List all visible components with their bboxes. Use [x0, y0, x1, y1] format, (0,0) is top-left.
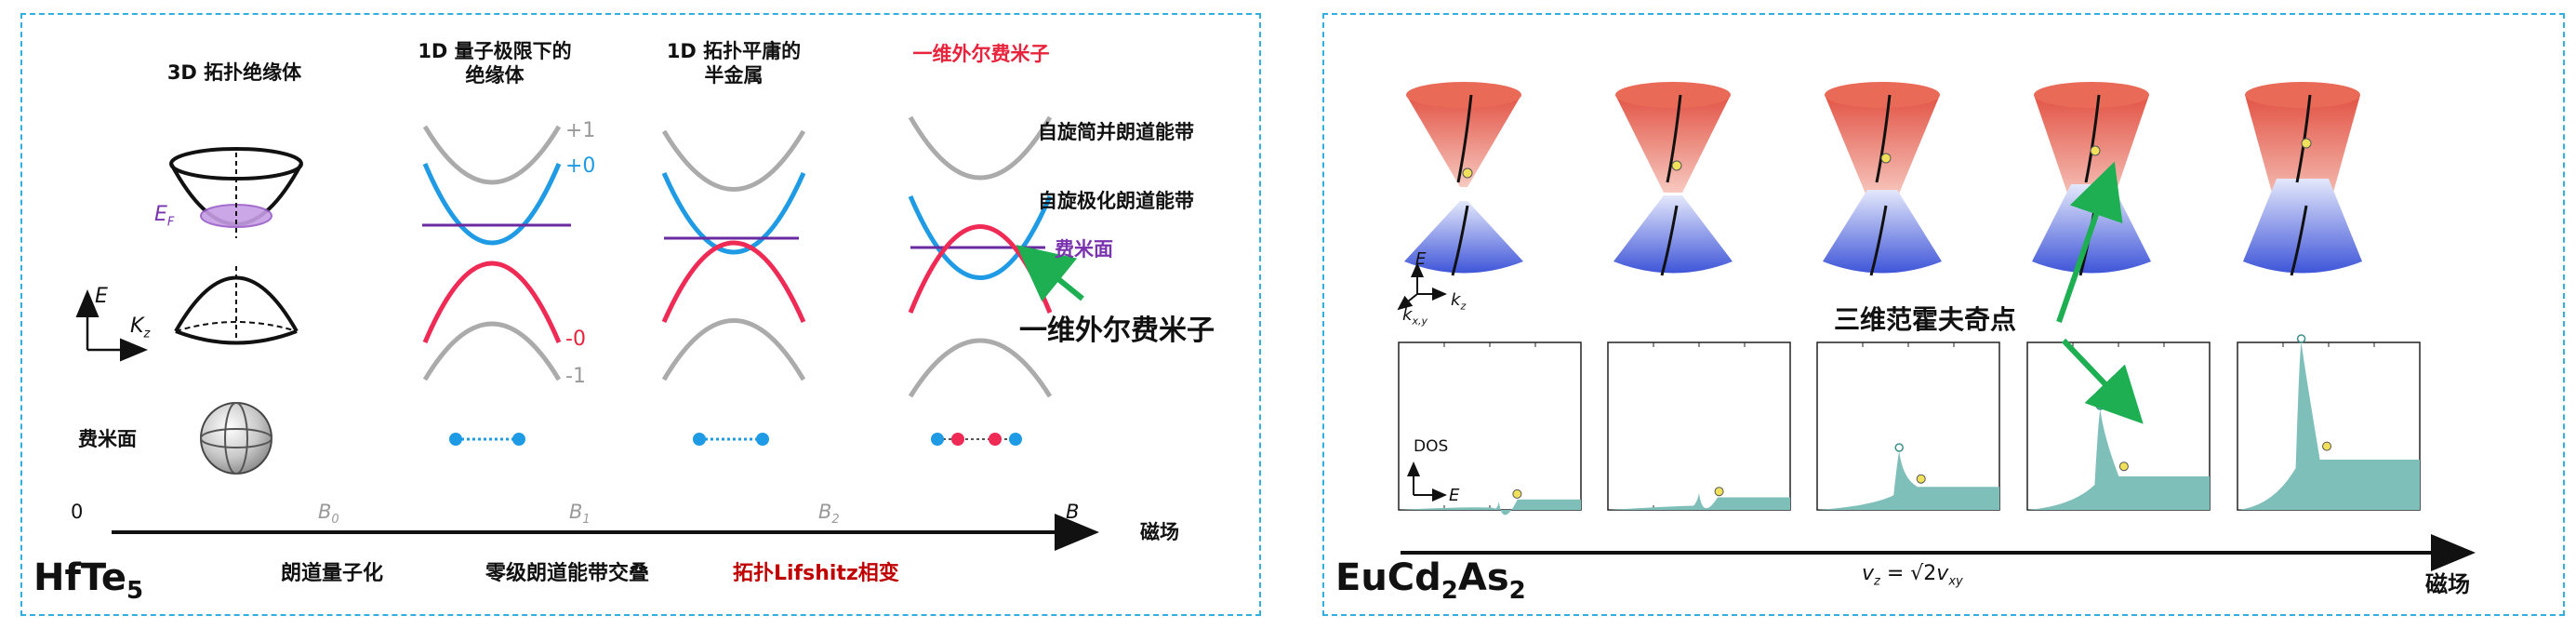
vhs-arrow-down-icon: [2061, 338, 2144, 424]
band-minus1-icon: [422, 321, 562, 381]
ef-label: EF: [154, 203, 175, 230]
axes-e-k-icon: [75, 289, 148, 362]
hfte5-panel: 3D 拓扑绝缘体 1D 量子极限下的 绝缘体 1D 拓扑平庸的 半金属 一维外尔…: [20, 13, 1261, 616]
cone-5: [2243, 82, 2362, 276]
col-title-1d-weyl: 一维外尔费米子: [912, 43, 1050, 65]
dots-weyl: [931, 433, 1022, 446]
dos-plot-4: [2026, 341, 2211, 511]
weyl-arrow-icon: [1016, 245, 1084, 302]
label-spin-polarized: 自旋极化朗道能带: [1038, 190, 1194, 212]
field-tick-b1: B1: [569, 501, 591, 528]
lower-paraboloid-icon: [174, 266, 299, 345]
level-minus0: -0: [565, 328, 586, 351]
level-plus0: +0: [565, 154, 596, 178]
dots-insulator: [449, 433, 525, 446]
field-end-b: B: [1066, 501, 1080, 523]
bands-weyl: [908, 115, 1053, 398]
label-spin-degenerate: 自旋简并朗道能带: [1038, 121, 1194, 143]
cone-1: [1404, 82, 1523, 276]
dos-plot-5: [2237, 334, 2421, 511]
fermi-surface-label: 费米面: [78, 428, 137, 450]
cone-axis-e: E: [1415, 249, 1427, 269]
regime-landau: 朗道量子化: [281, 562, 384, 585]
field-origin: 0: [71, 501, 84, 523]
col-title-3d-ti: 3D 拓扑绝缘体: [166, 61, 302, 84]
dos-axes-icon: [1407, 462, 1447, 502]
label-fermi: 费米面: [1055, 238, 1113, 261]
cone-3: [1823, 82, 1942, 276]
field-tick-b2: B2: [818, 501, 840, 528]
dos-plot-1: [1398, 341, 1582, 515]
field-label-right: 磁场: [2425, 571, 2470, 597]
velocity-formula: vz = √2vxy: [1862, 562, 1963, 589]
dots-semimetal: [693, 433, 769, 446]
band-minus0-icon: [422, 261, 562, 343]
band-plus0-icon: [422, 163, 562, 246]
level-plus1: +1: [565, 119, 596, 142]
axis-k-label: Kz: [130, 314, 151, 341]
cone-axis-kz: kz: [1451, 290, 1467, 313]
dos-plot-2: [1607, 341, 1791, 511]
field-tick-b0: B0: [318, 501, 339, 528]
bands-semimetal: [661, 129, 806, 381]
cone-axis-kxy: kx,y: [1402, 305, 1427, 328]
eucd2as2-diagram: [1397, 82, 2476, 571]
label-1d-weyl-big: 一维外尔费米子: [1019, 314, 1215, 347]
dirac-cones: [1404, 82, 2362, 276]
dos-plots: [1398, 334, 2421, 515]
bands-insulator: [422, 125, 571, 381]
material-hfte5: HfTe5: [33, 556, 144, 605]
regime-zero-overlap: 零级朗道能带交叠: [485, 562, 650, 585]
col-title-1d-semimetal: 1D 拓扑平庸的 半金属: [666, 40, 802, 87]
level-minus1: -1: [565, 365, 586, 388]
axis-e-label: E: [95, 285, 108, 308]
material-eucd2as2: EuCd2As2: [1335, 556, 1526, 605]
dos-plot-3: [1816, 341, 2000, 511]
vhs-arrow-up-icon: [2056, 161, 2123, 323]
regime-lifshitz: 拓扑Lifshitz相变: [733, 562, 899, 585]
col-title-1d-insulator: 1D 量子极限下的 绝缘体: [418, 40, 572, 87]
eucd2as2-panel: E kx,y kz 三维范霍夫奇点 DOS E vz = √2vxy 磁场 Eu…: [1322, 13, 2565, 616]
field-label: 磁场: [1140, 521, 1179, 543]
band-plus1-icon: [422, 125, 562, 185]
dos-e-label: E: [1449, 486, 1460, 505]
fermi-sphere-icon: [200, 402, 272, 475]
dos-label: DOS: [1414, 437, 1449, 456]
cone-2: [1613, 82, 1733, 276]
hfte5-diagram: [75, 115, 1099, 551]
cone-4: [2032, 82, 2151, 276]
upper-paraboloid-icon: [169, 147, 303, 238]
cone-axes-icon: [1397, 262, 1447, 311]
vhs-label: 三维范霍夫奇点: [1834, 304, 2017, 335]
